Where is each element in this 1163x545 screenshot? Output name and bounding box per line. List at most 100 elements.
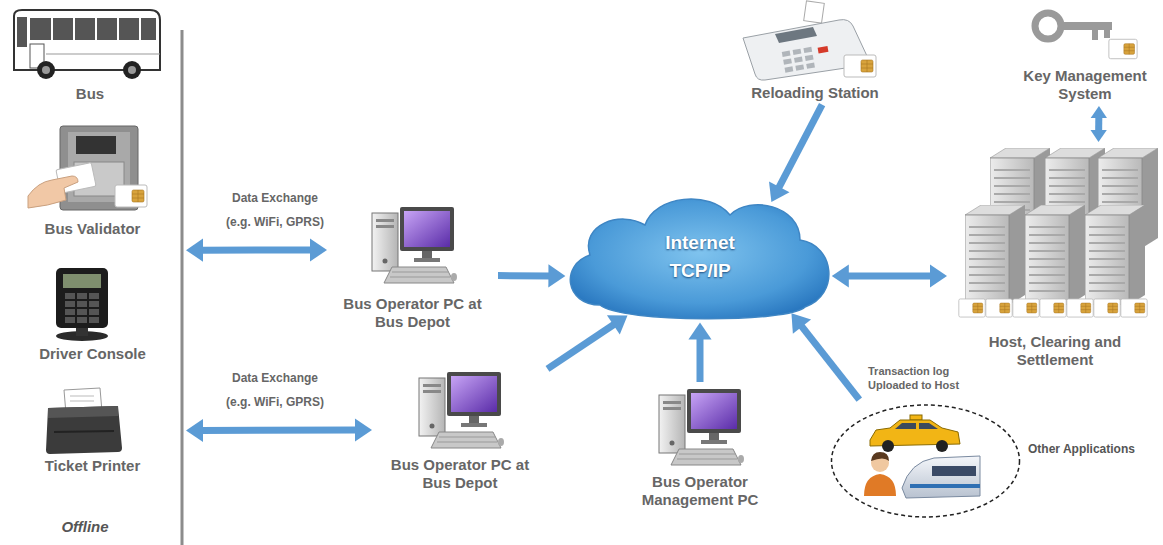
panel-label: Offline [0,518,170,536]
pc-caption: Bus Operator PC at Bus Depot [330,295,495,331]
arrow-head [186,419,203,442]
divider-line [181,30,184,545]
server-icon [959,148,1158,317]
pc-caption: Bus Operator Management PC [625,473,775,509]
train-icon [902,456,980,498]
flow-arrow [832,264,947,287]
server-icon-part [1085,205,1145,305]
pc-icon [659,389,744,465]
reloading-station-icon-part [844,55,876,77]
arrow-head [607,315,628,334]
bus-icon-part [46,54,160,55]
edge-label: Transaction log Uploaded to Host [868,364,968,392]
taxi-icon [870,415,960,452]
bus-icon-part [30,18,156,40]
arrow-head [791,313,811,334]
server-icon-part [1121,299,1147,317]
person-icon [864,452,896,496]
device-node: Driver Console [10,265,175,363]
arrow-shaft [1095,116,1102,132]
driver-console-icon-part [56,268,108,328]
driver-console-icon [56,268,108,341]
driver-console-icon-part [65,309,75,315]
arrow-shaft [201,247,312,254]
server-icon-part [1013,299,1039,317]
dashed-ellipse-outline [832,405,1020,517]
taxi-icon-part [895,423,916,429]
flow-arrow [791,313,859,399]
reloading-station-icon-part-part [793,49,802,55]
arrow-shaft [697,337,704,382]
pc-icon [372,207,457,283]
reloading-station-icon-part-part [783,58,792,64]
ticket-printer-icon-part [54,431,114,432]
flow-arrow [688,322,711,382]
reloading-station-icon-part-part [803,47,812,53]
pc-icon [419,372,504,448]
arrow-shaft [847,273,932,280]
cloud-shape [560,185,840,325]
driver-console-icon-part [77,309,87,315]
server-icon-part [1025,205,1085,305]
flow-arrow [769,105,822,202]
bus-icon-part [123,61,141,79]
arrow-head [769,182,790,202]
train-icon-part [910,484,980,488]
key-icon-part [1035,13,1061,39]
driver-console-icon-part [65,293,75,299]
station-caption: Reloading Station [730,84,900,102]
reloading-station-icon-part-part [805,55,814,61]
driver-console-icon-part [89,293,99,299]
device-caption: Ticket Printer [10,457,175,475]
reloading-station-icon-part-part [795,64,804,70]
server-icon-part [1094,299,1120,317]
validator-icon [28,126,147,210]
arrow-head [832,264,849,287]
host-node: Host, Clearing and Settlement [950,145,1160,369]
reloading-station-icon-part-part [794,57,803,63]
server-icon-part [965,205,1025,305]
arrow-head [688,322,711,339]
device-node: Ticket Printer [10,385,175,475]
arrow-head [930,264,947,287]
flow-arrow [547,315,627,369]
bus-icon-part [17,17,27,47]
driver-console-icon-part [89,301,99,307]
validator-icon-part [115,185,147,207]
flow-arrow [186,418,372,442]
device-caption: Bus Validator [10,220,175,238]
driver-console-icon-part [77,301,87,307]
driver-console-icon-part [63,274,101,288]
driver-console-icon-part [77,293,87,299]
key-icon-part [1092,30,1098,40]
bus-icon-part [52,18,140,40]
offline-panel: Offline BusBus ValidatorDriver ConsoleTic… [0,0,183,545]
reloading-station-icon-part-part [818,46,829,54]
pc-node: Bus Operator Management PC [625,385,775,509]
edge-label-holder: Data Exchange (e.g. WiFi, GPRS) [221,366,329,414]
device-node: Bus [5,5,175,103]
ticket-printer-icon-part [70,396,94,401]
arrow-shaft [801,325,860,399]
edge-label: Data Exchange (e.g. WiFi, GPRS) [221,366,329,414]
arrow-head [186,239,203,262]
reloading-station-icon-part [782,44,831,73]
driver-console-icon-part [89,317,99,323]
edge-label-holder: Data Exchange (e.g. WiFi, GPRS) [221,186,329,234]
key-icon-part [1060,22,1112,30]
edge-label: Data Exchange (e.g. WiFi, GPRS) [221,186,329,234]
reloading-station-icon [743,1,876,80]
pc-node: Bus Operator PC at Bus Depot [375,368,545,492]
person-icon-part [864,474,896,496]
taxi-icon-part [882,440,894,452]
internet-cloud: Internet TCP/IP [560,185,840,325]
station-node: Reloading Station [730,0,900,102]
arrow-head [310,238,327,261]
person-icon-part [871,452,889,461]
train-icon-part [932,466,976,476]
driver-console-icon-part [65,317,75,323]
reloading-station-icon-part [775,27,817,43]
host-caption: Host, Clearing and Settlement [950,333,1160,369]
server-icon-part [1067,299,1093,317]
